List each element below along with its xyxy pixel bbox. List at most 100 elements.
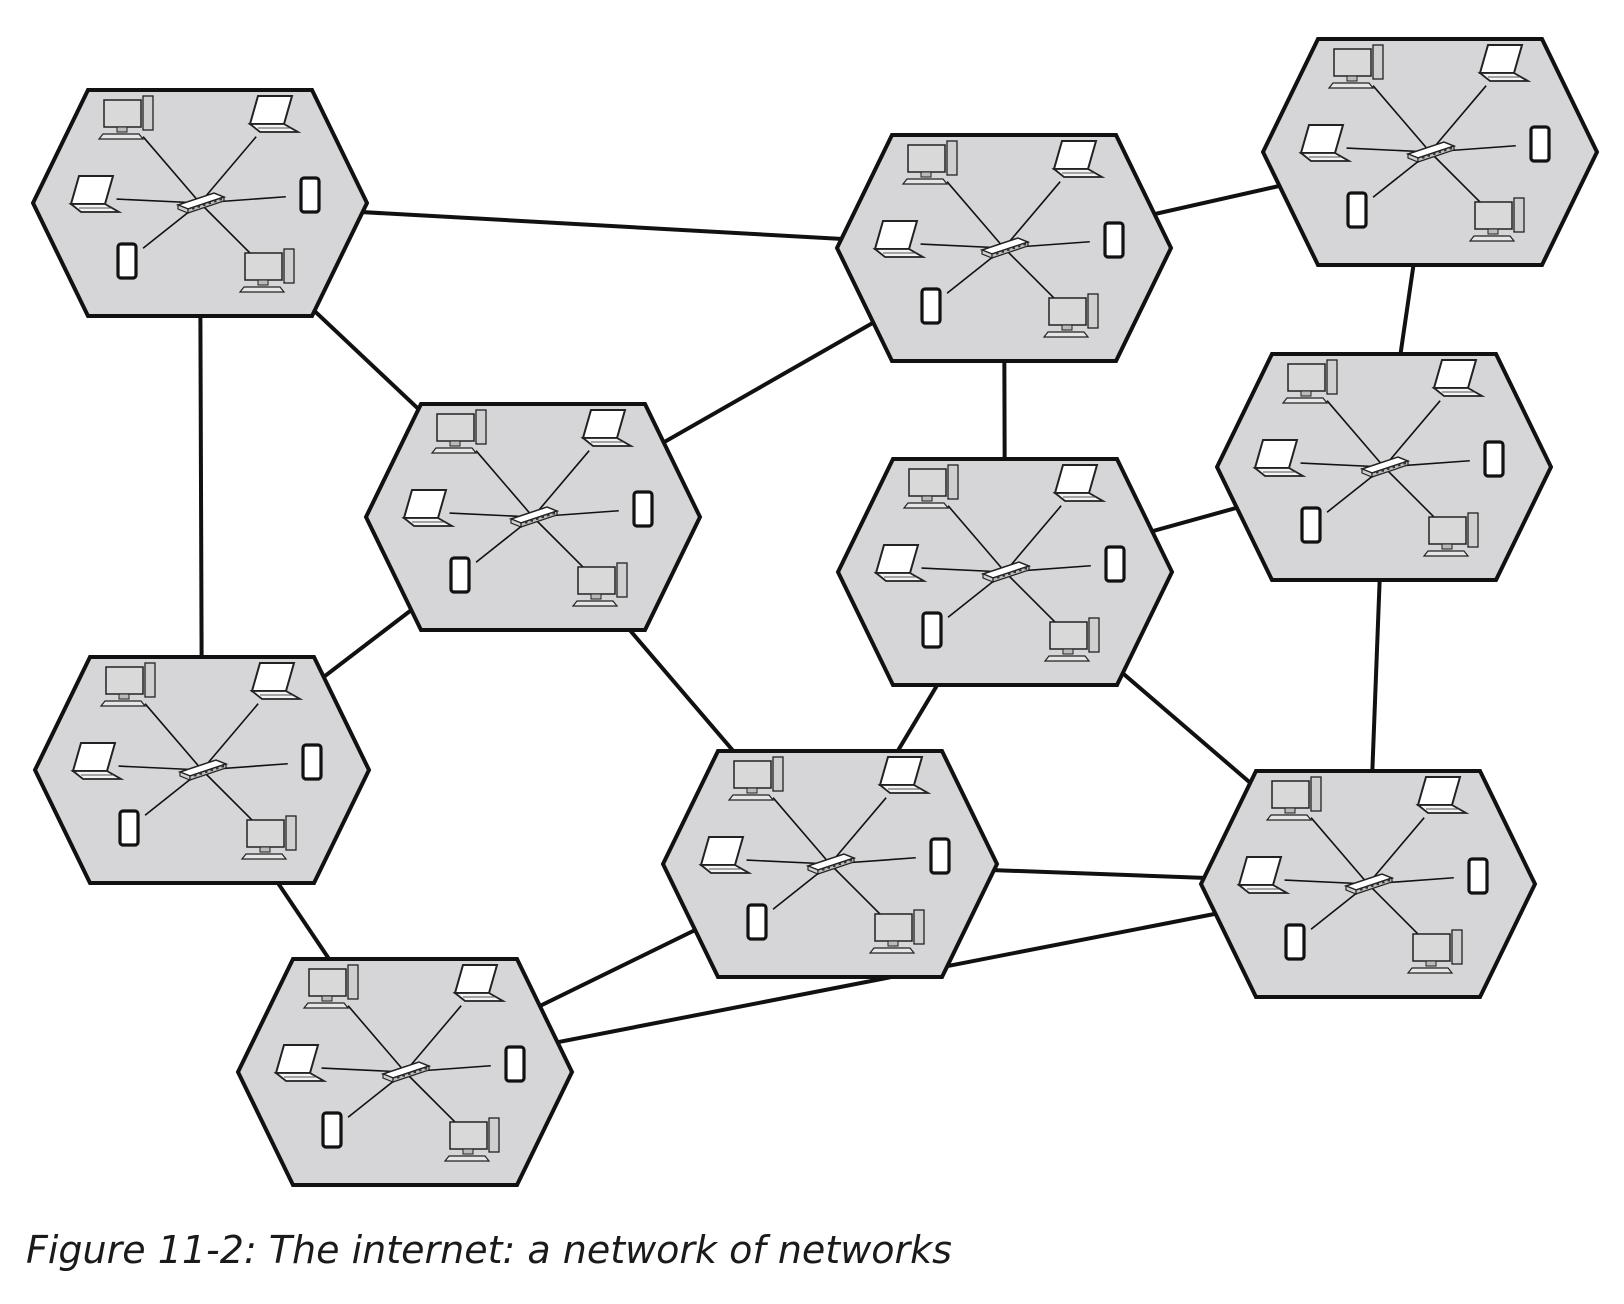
network-net-2: [834, 133, 1174, 363]
smartphone-icon: [321, 1111, 343, 1149]
laptop-icon: [1298, 124, 1353, 162]
smartphone-icon: [299, 176, 321, 214]
network-switch-icon: [1343, 873, 1395, 895]
smartphone-icon: [929, 837, 951, 875]
desktop-computer-icon: [240, 815, 297, 860]
device-link: [201, 769, 256, 824]
laptop-icon: [1252, 439, 1307, 477]
device-link: [404, 1005, 462, 1073]
laptop-icon: [249, 662, 304, 700]
device-link: [946, 181, 1005, 249]
smartphone-icon: [1104, 545, 1126, 583]
network-switch-icon: [980, 561, 1032, 583]
device-link: [1003, 247, 1058, 302]
laptop-icon: [452, 964, 507, 1002]
device-link: [1372, 85, 1431, 153]
desktop-computer-icon: [1327, 44, 1384, 89]
device-link: [1429, 151, 1484, 206]
device-link: [1383, 466, 1438, 521]
desktop-computer-icon: [868, 909, 925, 954]
device-link: [772, 797, 831, 865]
device-link: [829, 863, 884, 918]
device-link: [829, 797, 887, 865]
network-switch-icon: [1405, 141, 1457, 163]
smartphone-icon: [632, 490, 654, 528]
desktop-computer-icon: [238, 248, 295, 293]
smartphone-icon: [504, 1045, 526, 1083]
network-switch-icon: [508, 506, 560, 528]
laptop-icon: [70, 742, 125, 780]
network-net-5: [32, 655, 372, 885]
device-link: [199, 136, 257, 204]
smartphone-icon: [449, 556, 471, 594]
smartphone-icon: [1284, 923, 1306, 961]
device-link: [475, 450, 534, 518]
desktop-computer-icon: [302, 964, 359, 1009]
network-switch-icon: [979, 237, 1031, 259]
laptop-icon: [1477, 44, 1532, 82]
smartphone-icon: [1300, 506, 1322, 544]
network-switch-icon: [380, 1061, 432, 1083]
smartphone-icon: [920, 287, 942, 325]
network-net-6: [835, 457, 1175, 687]
desktop-computer-icon: [901, 140, 958, 185]
network-switch-icon: [177, 759, 229, 781]
smartphone-icon: [116, 242, 138, 280]
laptop-icon: [580, 409, 635, 447]
device-link: [201, 703, 259, 771]
desktop-computer-icon: [1406, 929, 1463, 974]
device-link: [532, 516, 587, 571]
smartphone-icon: [1103, 221, 1125, 259]
smartphone-icon: [118, 809, 140, 847]
laptop-icon: [68, 175, 123, 213]
desktop-computer-icon: [430, 409, 487, 454]
networks: [30, 37, 1600, 1187]
laptop-icon: [1415, 776, 1470, 814]
device-link: [1003, 181, 1061, 249]
laptop-icon: [877, 756, 932, 794]
figure-caption: Figure 11-2: The internet: a network of …: [26, 1228, 952, 1272]
desktop-computer-icon: [1422, 512, 1479, 557]
desktop-computer-icon: [902, 464, 959, 509]
device-link: [1310, 817, 1369, 885]
laptop-icon: [872, 220, 927, 258]
smartphone-icon: [921, 611, 943, 649]
device-link: [144, 703, 203, 771]
network-switch-icon: [175, 192, 227, 214]
laptop-icon: [401, 489, 456, 527]
smartphone-icon: [1346, 191, 1368, 229]
desktop-computer-icon: [97, 95, 154, 140]
desktop-computer-icon: [99, 662, 156, 707]
laptop-icon: [1052, 464, 1107, 502]
network-net-8: [660, 749, 1000, 979]
laptop-icon: [247, 95, 302, 133]
smartphone-icon: [1467, 857, 1489, 895]
laptop-icon: [698, 836, 753, 874]
network-net-10: [235, 957, 575, 1187]
device-link: [1429, 85, 1487, 153]
network-net-1: [30, 88, 370, 318]
laptop-icon: [273, 1044, 328, 1082]
laptop-icon: [873, 544, 928, 582]
device-link: [1004, 505, 1062, 573]
device-link: [404, 1071, 459, 1126]
device-link: [199, 202, 254, 257]
device-link: [142, 136, 201, 204]
device-link: [1326, 400, 1385, 468]
network-net-3: [363, 402, 703, 632]
desktop-computer-icon: [571, 562, 628, 607]
smartphone-icon: [746, 903, 768, 941]
laptop-icon: [1236, 856, 1291, 894]
desktop-computer-icon: [727, 756, 784, 801]
network-switch-icon: [1359, 456, 1411, 478]
desktop-computer-icon: [1265, 776, 1322, 821]
device-link: [1367, 883, 1422, 938]
laptop-icon: [1051, 140, 1106, 178]
smartphone-icon: [301, 743, 323, 781]
network-net-9: [1198, 769, 1538, 999]
network-switch-icon: [805, 853, 857, 875]
device-link: [532, 450, 590, 518]
laptop-icon: [1431, 359, 1486, 397]
desktop-computer-icon: [443, 1117, 500, 1162]
